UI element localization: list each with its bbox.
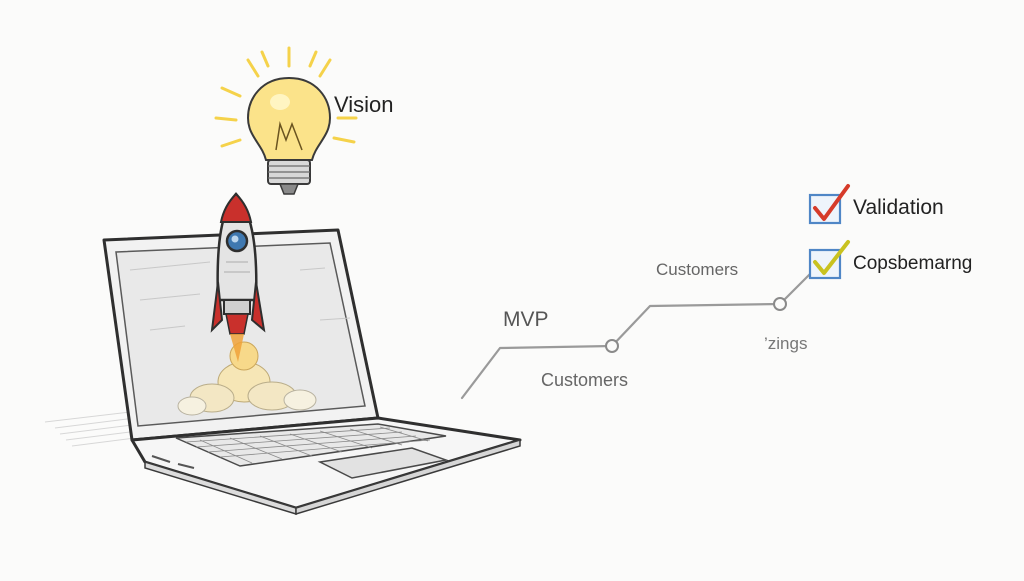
rocket-icon	[210, 192, 266, 362]
vision-label: Vision	[334, 92, 394, 117]
milestone-node	[773, 297, 787, 311]
validation-label: Validation	[853, 196, 944, 219]
second-check-label: Copsbemarng	[853, 253, 973, 274]
rocket-smoke	[177, 341, 317, 416]
lightbulb-icon	[214, 46, 358, 195]
checklist	[808, 184, 850, 280]
customers-lower-label: Customers	[541, 370, 629, 390]
laptop	[102, 228, 522, 516]
checkbox-checked-red	[808, 184, 850, 225]
growth-path	[460, 260, 824, 400]
customers-upper-label: Customers	[656, 260, 739, 279]
milestone-node	[605, 339, 619, 353]
zings-label: ’zings	[764, 334, 808, 353]
mvp-label: MVP	[503, 308, 549, 331]
checkbox-checked-yellow	[808, 240, 850, 280]
